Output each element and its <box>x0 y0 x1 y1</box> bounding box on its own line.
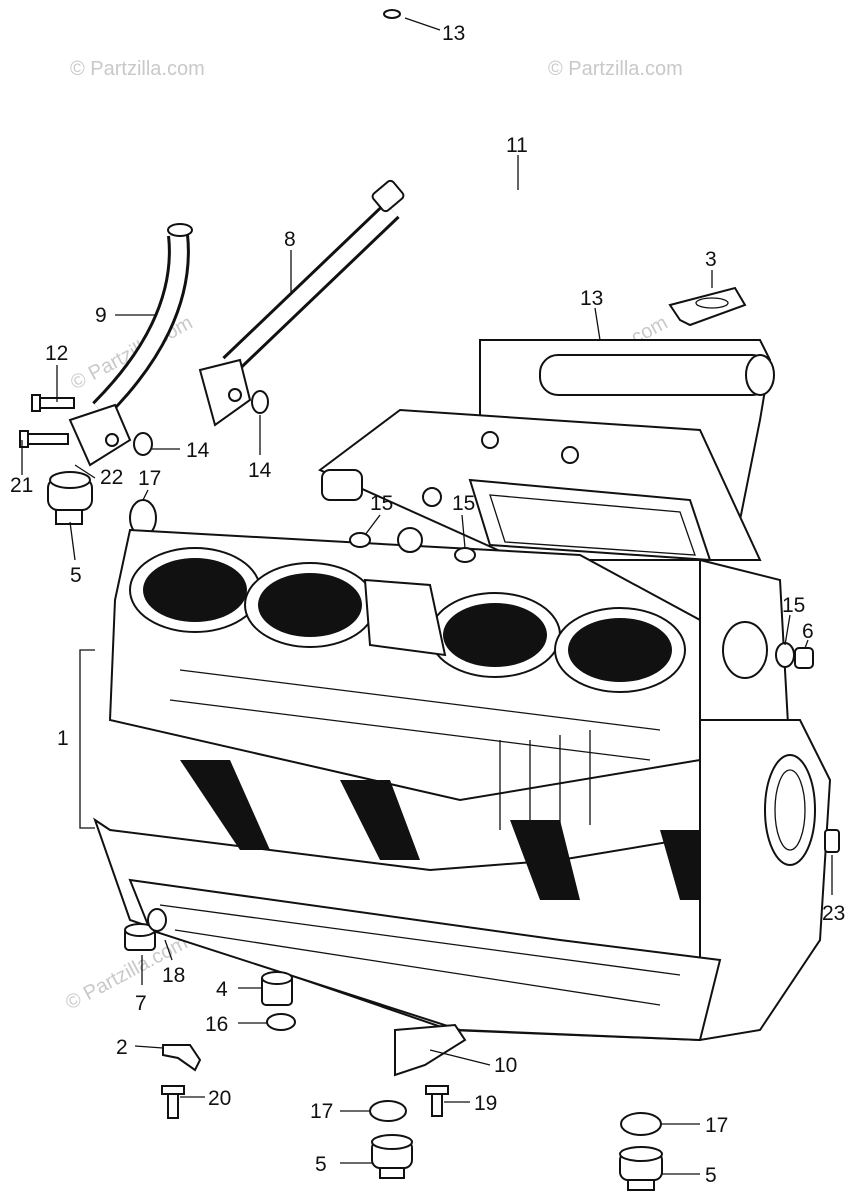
callout-14-right: 14 <box>248 459 272 482</box>
callout-7: 7 <box>135 992 147 1015</box>
callout-17-lower-right: 17 <box>705 1114 728 1137</box>
callout-8: 8 <box>284 228 296 251</box>
bolt-21[interactable] <box>19 430 69 448</box>
plug-6[interactable] <box>794 647 814 669</box>
callout-9: 9 <box>95 304 107 327</box>
callout-16: 16 <box>205 1013 228 1036</box>
callout-3: 3 <box>705 248 717 271</box>
o-ring-17b[interactable] <box>369 1100 407 1122</box>
callout-23: 23 <box>822 902 845 925</box>
callout-17-upper: 17 <box>138 467 161 490</box>
callout-13-mid: 13 <box>580 287 603 310</box>
callout-1: 1 <box>57 727 69 750</box>
callout-11: 11 <box>506 134 528 157</box>
o-ring-18[interactable] <box>147 908 167 932</box>
drain-plug-5b[interactable] <box>371 1134 413 1179</box>
stopper-2[interactable] <box>162 1044 202 1072</box>
callout-13-top: 13 <box>442 22 465 45</box>
breather-hose-8[interactable] <box>198 179 405 427</box>
drain-plug-5c[interactable] <box>619 1146 663 1191</box>
leader-lines <box>21 17 833 1175</box>
bolt-20[interactable] <box>161 1085 185 1119</box>
bolt-19[interactable] <box>425 1085 449 1117</box>
callout-15-left: 15 <box>370 492 393 515</box>
callout-2: 2 <box>116 1036 128 1059</box>
drain-plug-5a[interactable] <box>47 471 93 525</box>
o-ring-16[interactable] <box>266 1013 296 1031</box>
callout-19: 19 <box>474 1092 497 1115</box>
callout-4: 4 <box>216 978 228 1001</box>
o-ring-15a[interactable] <box>349 532 371 548</box>
breather-hose-11[interactable] <box>346 9 623 347</box>
callout-21: 21 <box>10 474 33 497</box>
callout-12: 12 <box>45 342 68 365</box>
bracket-3[interactable] <box>668 286 747 327</box>
o-ring-15b[interactable] <box>454 547 476 563</box>
dowel-23[interactable] <box>824 829 840 853</box>
callout-5-lower-right: 5 <box>705 1164 717 1187</box>
bolt-12[interactable] <box>31 394 75 412</box>
callout-17-mid: 17 <box>310 1100 333 1123</box>
callout-5-mid: 5 <box>315 1153 327 1176</box>
crankcase-assembly[interactable] <box>93 339 832 1042</box>
o-ring-17c[interactable] <box>620 1112 662 1136</box>
callout-labels: 13 11 8 3 13 9 12 14 14 21 22 17 5 15 15… <box>10 22 845 1187</box>
breather-hose-9[interactable] <box>68 223 193 467</box>
callout-15-right: 15 <box>782 594 805 617</box>
callout-22: 22 <box>100 466 123 489</box>
watermark-top-left: © Partzilla.com <box>70 58 205 80</box>
callout-20: 20 <box>208 1087 231 1110</box>
cap-4[interactable] <box>261 971 293 1006</box>
watermark-top-right: © Partzilla.com <box>548 58 683 80</box>
callout-14-left: 14 <box>186 439 210 462</box>
callout-10: 10 <box>494 1054 517 1077</box>
callout-5-upper: 5 <box>70 564 82 587</box>
o-ring-14a[interactable] <box>133 432 153 456</box>
callout-18: 18 <box>162 964 185 987</box>
callout-6: 6 <box>802 620 814 643</box>
o-ring-15c[interactable] <box>775 642 795 668</box>
o-ring-14b[interactable] <box>251 390 269 414</box>
plug-7[interactable] <box>124 923 156 951</box>
callout-15-center: 15 <box>452 492 475 515</box>
